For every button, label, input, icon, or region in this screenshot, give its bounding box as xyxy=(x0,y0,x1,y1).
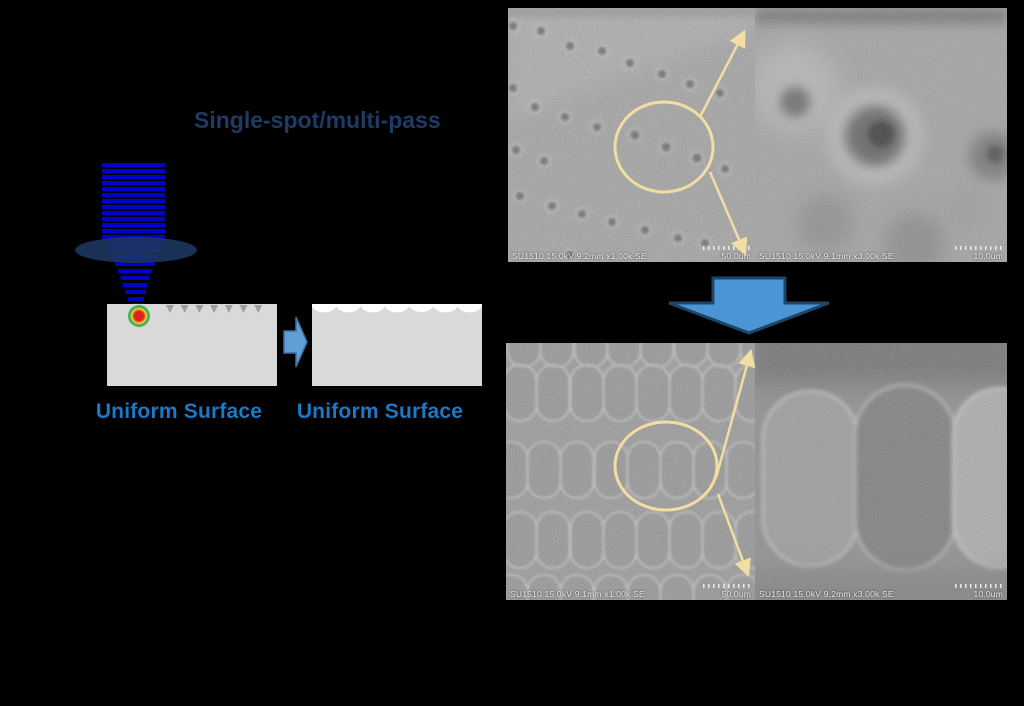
sem-panel-bottom-left: SU1510 15.0kV 9.1mm x1.00k SE 50.0um xyxy=(506,343,755,600)
sem-panel-bottom-right: SU1510 15.0kV 9.2mm x3.00k SE 10.0um xyxy=(755,343,1007,600)
scale-ticks xyxy=(955,584,1003,588)
sem-panel-top-left: SU1510 15.0kV 9.2mm x1.00k SE 50.0um xyxy=(508,8,755,262)
sem-image-bottom-right xyxy=(755,343,1007,600)
sem-caption-bar: SU1510 15.0kV 9.2mm x3.00k SE 10.0um xyxy=(759,584,1003,599)
sem-caption-text: SU1510 15.0kV 9.1mm x1.00k SE xyxy=(510,589,645,599)
sem-scale: 50.0um xyxy=(703,246,751,261)
scale-label: 50.0um xyxy=(721,251,751,261)
surface-after xyxy=(312,304,482,386)
surface-label-after: Uniform Surface xyxy=(296,400,464,423)
sem-caption-text: SU1510 15.0kV 9.2mm x3.00k SE xyxy=(759,589,894,599)
scale-label: 50.0um xyxy=(721,589,751,599)
sem-caption-bar: SU1510 15.0kV 9.1mm x1.00k SE 50.0um xyxy=(510,584,751,599)
sem-scale: 10.0um xyxy=(955,584,1003,599)
scale-label: 10.0um xyxy=(973,589,1003,599)
sem-image-top-left xyxy=(508,8,755,262)
sem-caption-text: SU1510 15.0kV 9.2mm x1.00k SE xyxy=(512,251,647,261)
laser-spot-icon xyxy=(128,305,150,327)
scale-label: 10.0um xyxy=(973,251,1003,261)
scale-ticks xyxy=(703,584,751,588)
sem-scale: 10.0um xyxy=(955,246,1003,261)
diagram-title: Single-spot/multi-pass xyxy=(194,107,441,133)
sem-scale: 50.0um xyxy=(703,584,751,599)
surface-before xyxy=(107,304,277,386)
laser-beam-icon xyxy=(102,163,165,307)
sem-panel-top-right: SU1510 15.0kV 9.1mm x3.00k SE 10.0um xyxy=(755,8,1007,262)
sem-caption-bar: SU1510 15.0kV 9.2mm x1.00k SE 50.0um xyxy=(512,246,751,261)
sem-caption-bar: SU1510 15.0kV 9.1mm x3.00k SE 10.0um xyxy=(759,246,1003,261)
scale-ticks xyxy=(955,246,1003,250)
ablated-scallop-edge xyxy=(312,304,482,313)
surface-defect-spikes xyxy=(166,305,263,313)
sem-caption-text: SU1510 15.0kV 9.1mm x3.00k SE xyxy=(759,251,894,261)
sem-image-top-right xyxy=(755,8,1007,262)
process-arrow-icon xyxy=(283,316,308,368)
sem-image-bottom-left xyxy=(506,343,755,600)
scale-ticks xyxy=(703,246,751,250)
focus-lens-icon xyxy=(75,237,197,263)
surface-label-before: Uniform Surface xyxy=(95,400,263,423)
